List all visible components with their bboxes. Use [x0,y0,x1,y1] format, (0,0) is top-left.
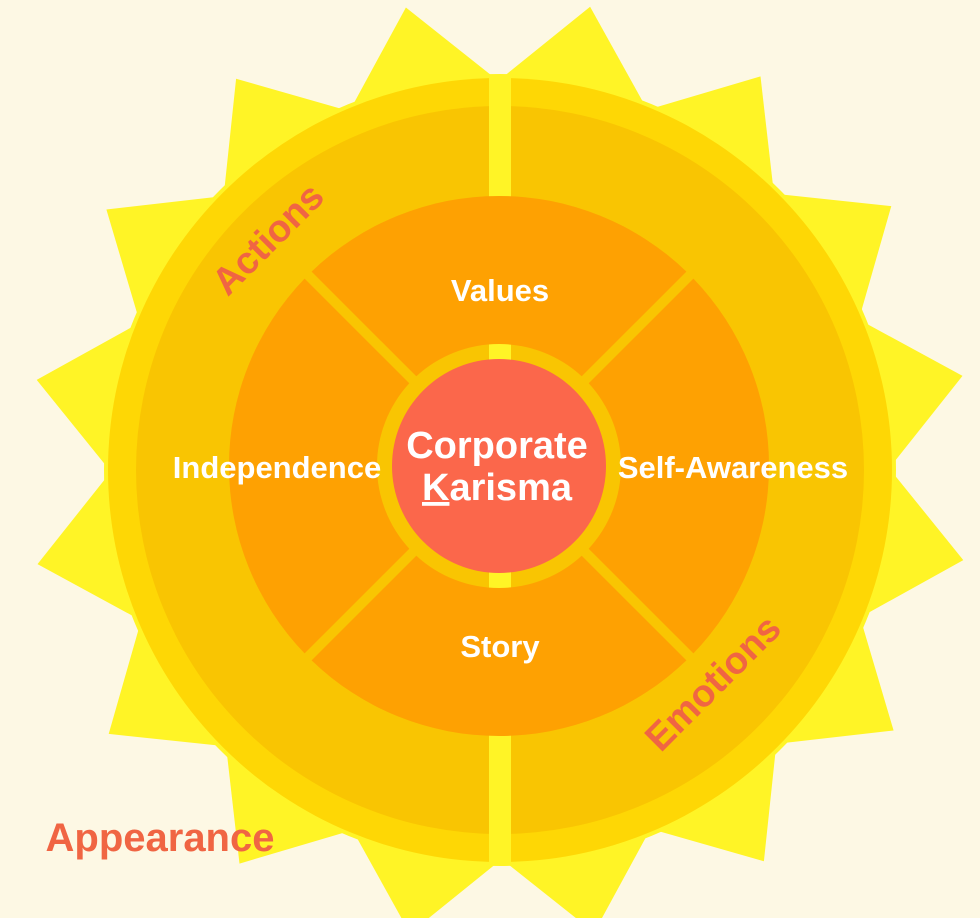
segment-self-awareness [588,278,770,654]
core-title-line1: Corporate [406,425,588,467]
segment-values [311,195,687,377]
core-title-line2: Karisma [422,467,573,509]
label-independence: Independence [173,450,381,485]
core-circle [392,359,606,573]
segment-independence [228,278,410,654]
label-values: Values [451,273,549,308]
label-self-awareness: Self-Awareness [618,450,848,485]
label-appearance: Appearance [46,816,275,860]
label-story: Story [460,629,540,664]
inner-segments [228,195,770,737]
segment-story [311,555,687,737]
core-title-initial: K [422,467,450,509]
core-title-rest: arisma [449,467,572,509]
